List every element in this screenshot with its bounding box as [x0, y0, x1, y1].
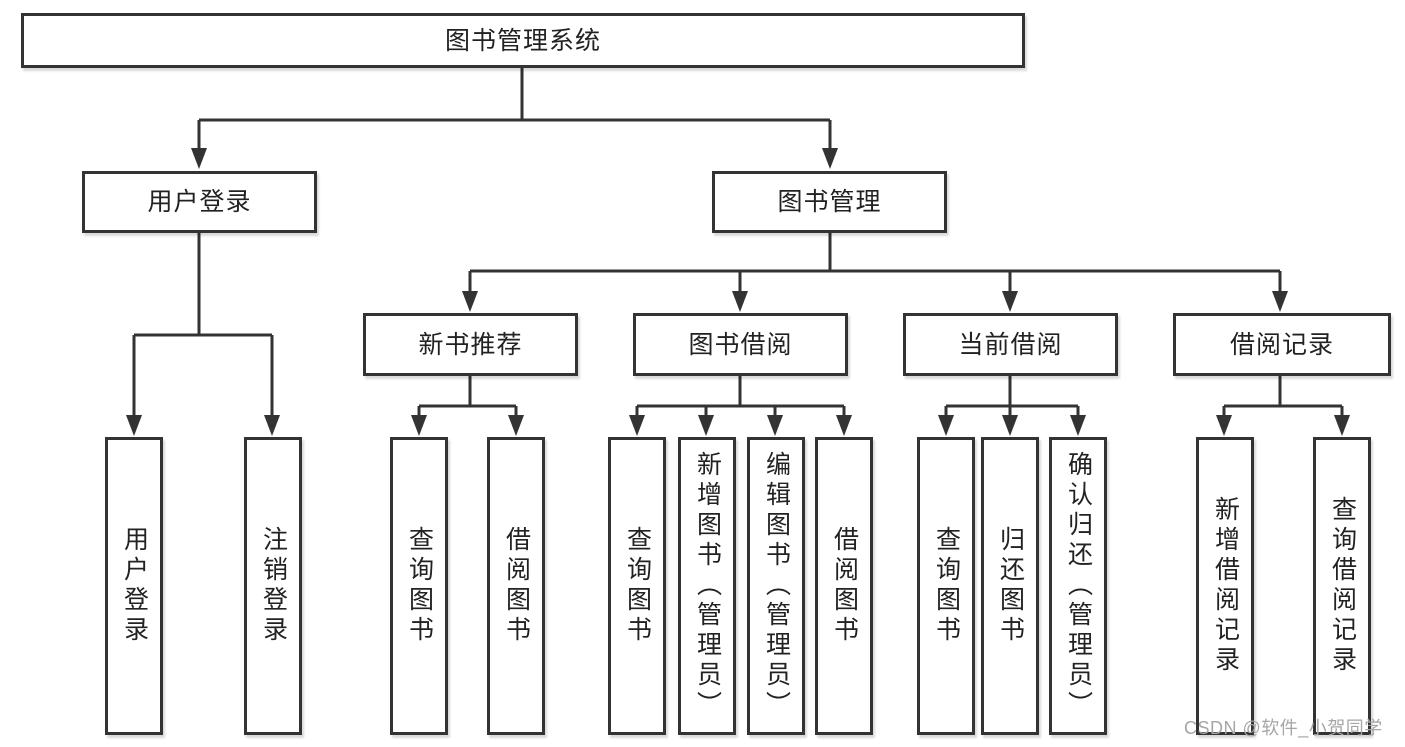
leaf-add-borrow-record: 新增借阅记录	[1196, 437, 1254, 735]
leaf-query-books-1: 查询图书	[390, 437, 448, 735]
node-current-borrow: 当前借阅	[903, 313, 1118, 376]
leaf-borrow-books-2: 借阅图书	[815, 437, 873, 735]
leaf-edit-book-admin: 编辑图书（管理员）	[747, 437, 805, 735]
leaf-query-borrow-record: 查询借阅记录	[1313, 437, 1371, 735]
connector-root-to-level1	[197, 68, 832, 150]
leaf-logout: 注销登录	[244, 437, 302, 735]
leaf-add-book-admin: 新增图书（管理员）	[678, 437, 736, 735]
node-user-login: 用户登录	[82, 171, 317, 233]
leaf-return-book: 归还图书	[981, 437, 1039, 735]
leaf-borrow-books-1: 借阅图书	[487, 437, 545, 735]
node-book-borrow: 图书借阅	[633, 313, 848, 376]
connector-newbook-to-leaves	[417, 376, 518, 416]
arrowheads	[126, 148, 1350, 436]
leaf-query-books-2: 查询图书	[608, 437, 666, 735]
leaf-confirm-return-admin: 确认归还（管理员）	[1049, 437, 1107, 735]
node-book-management: 图书管理	[712, 171, 947, 233]
connector-records-to-leaves	[1222, 376, 1344, 416]
csdn-watermark: CSDN @软件_小贺同学	[1184, 718, 1383, 738]
node-new-book-recommend: 新书推荐	[363, 313, 578, 376]
node-borrow-records: 借阅记录	[1173, 313, 1391, 376]
connector-bookmgmt-to-level2	[468, 233, 1282, 293]
leaf-user-login: 用户登录	[105, 437, 163, 735]
connector-bookborrow-to-leaves	[635, 376, 846, 416]
connector-currentborrow-to-leaves	[944, 376, 1080, 416]
connector-userlogin-to-leaves	[132, 233, 274, 416]
node-root-library-system: 图书管理系统	[21, 13, 1025, 68]
leaf-query-books-3: 查询图书	[917, 437, 975, 735]
